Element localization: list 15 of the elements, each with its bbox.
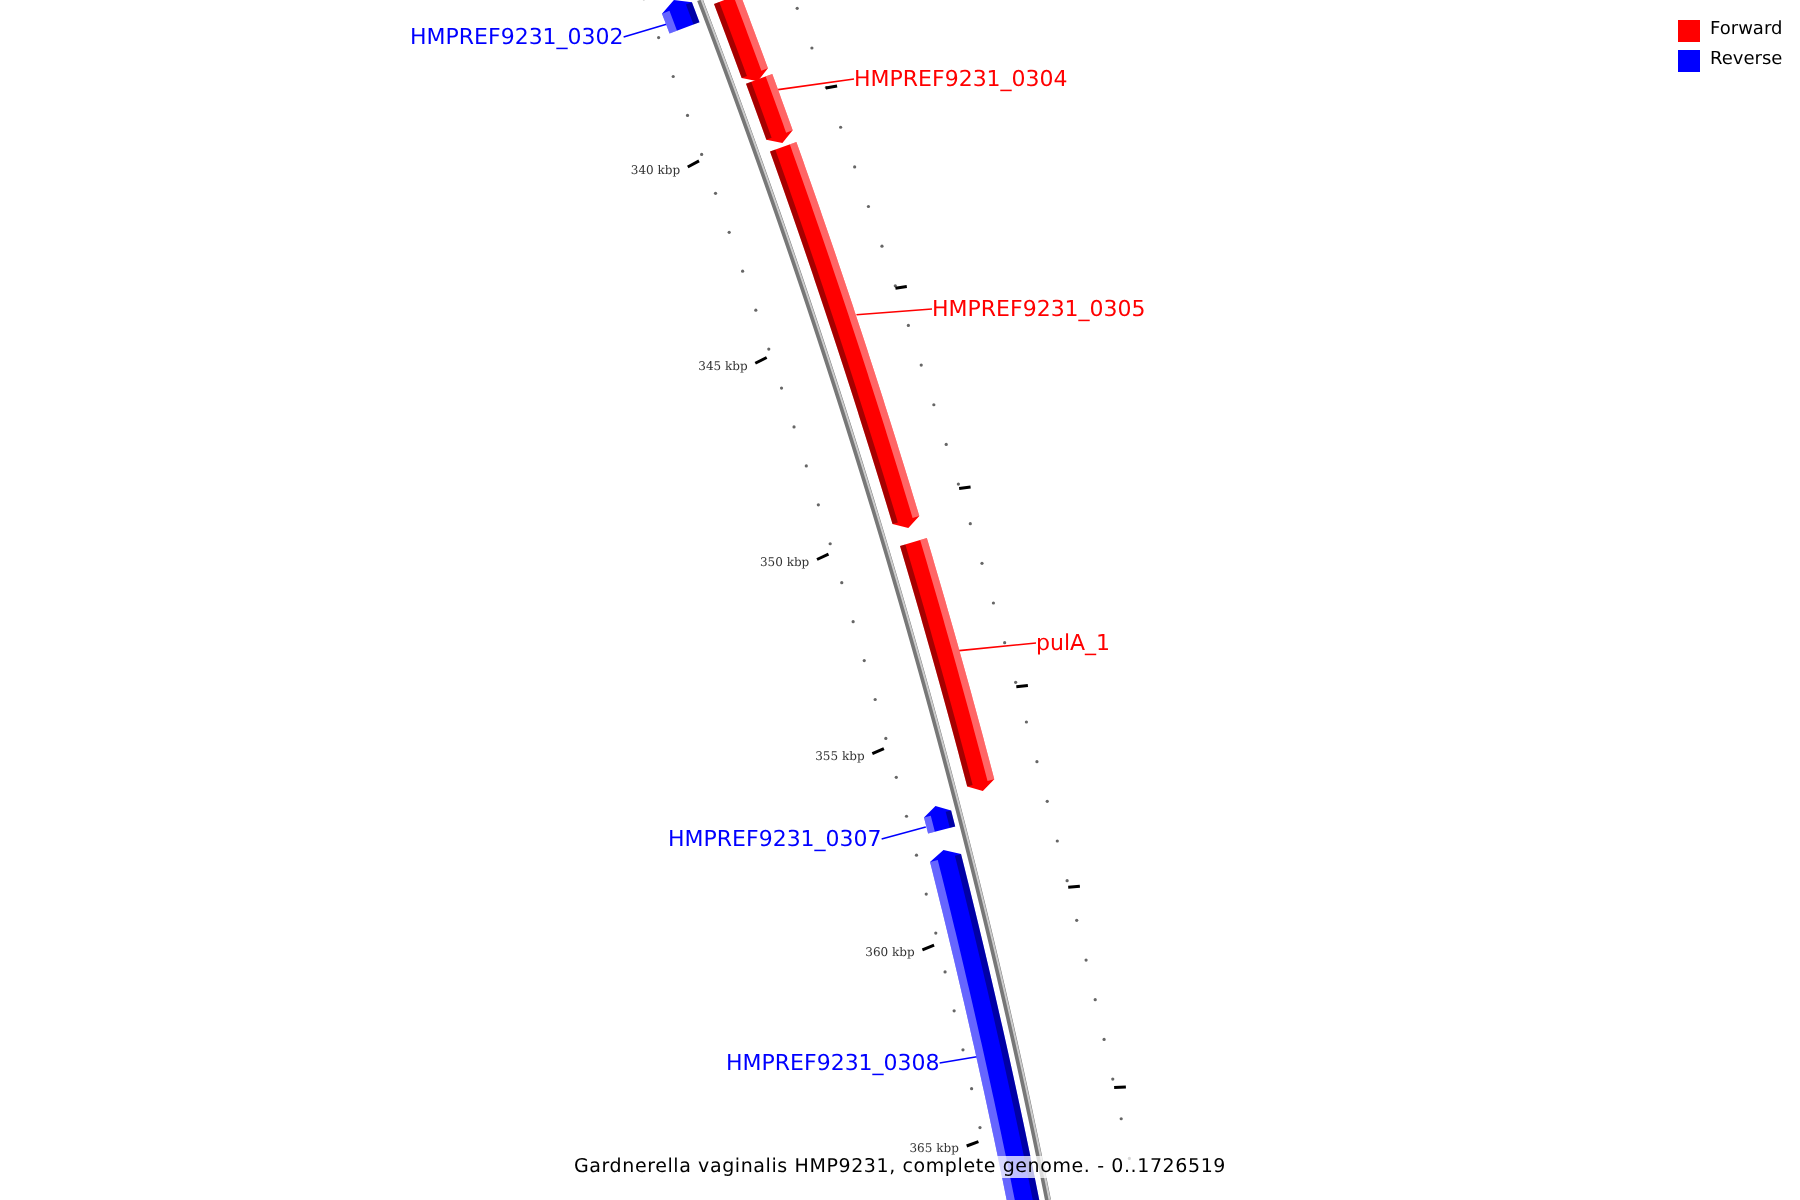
gene-label: pulA_1 [1036,630,1111,656]
leader-line [855,308,933,316]
gene-label: HMPREF9231_0304 [854,66,1068,92]
leader-line [880,826,927,840]
gene-label: HMPREF9231_0305 [932,296,1146,322]
leader-line [958,642,1037,652]
caption: Gardnerella vaginalis HMP9231, complete genome. - 0..1726519 [571,1156,1229,1178]
gene-label: HMPREF9231_0302 [410,24,624,50]
leader-line [938,1055,978,1064]
leader-line [622,23,668,38]
gene-label: HMPREF9231_0308 [726,1050,940,1076]
leader-line [777,78,855,91]
gene-label: HMPREF9231_0307 [668,826,882,852]
legend-label: Reverse [1710,50,1783,72]
legend-label: Forward [1710,20,1783,42]
